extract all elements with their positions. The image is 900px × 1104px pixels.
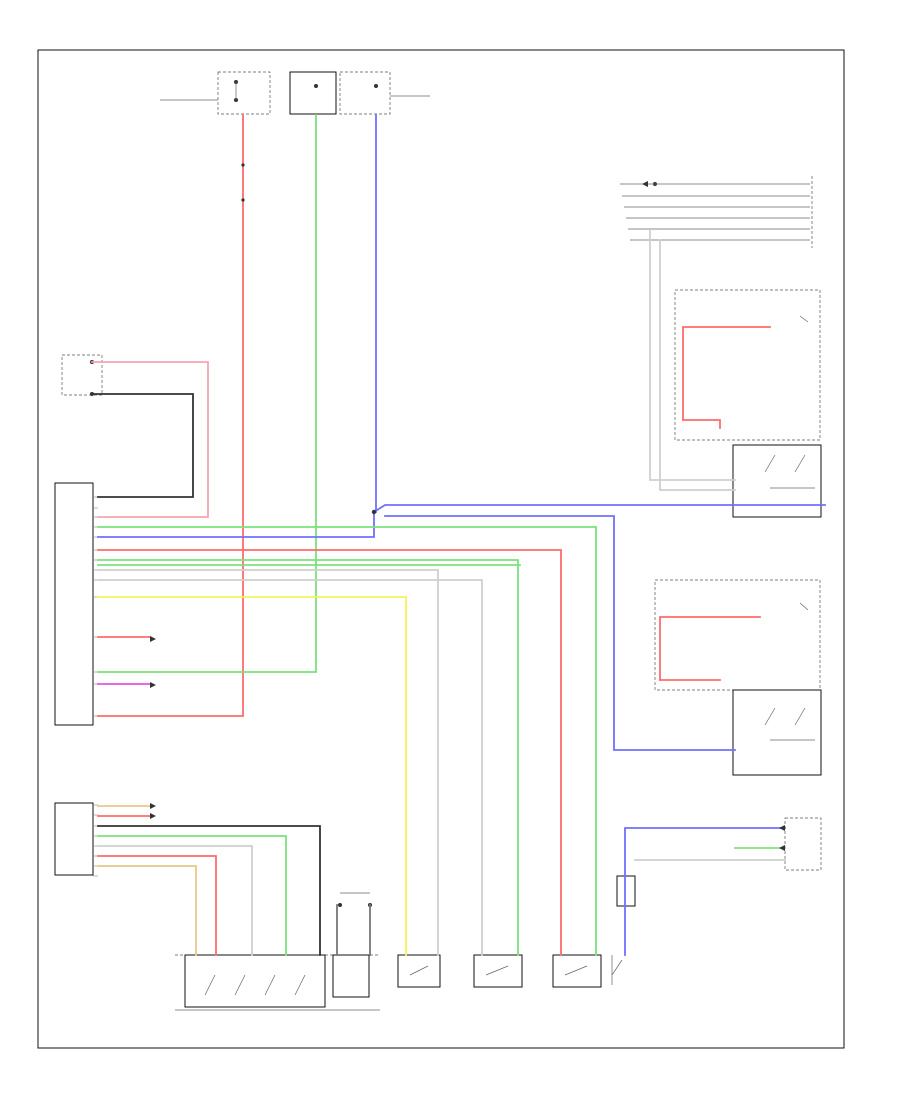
wire-light-25 [97,845,253,956]
right-bottom-connector [616,817,822,907]
left-ecu-pins [93,496,98,877]
wire-blue-4 [372,504,826,514]
top-fuse-block-right [289,71,430,115]
wire-red-8 [97,549,562,956]
top-right-connector [620,176,813,248]
wire-light-12 [97,579,483,956]
bottom-motor-2 [473,954,523,988]
arrow-stubs [150,181,785,851]
wire-red-19 [659,616,761,681]
splice-points [241,163,377,515]
wire-red-17 [682,326,771,421]
bottom-switch-4 [611,955,623,985]
diagram-frame [37,49,845,1049]
wire-red-26 [97,855,217,956]
wire-light-32 [659,239,736,491]
wire-red-18 [682,419,721,429]
wire-green-1 [97,114,317,673]
bottom-motor-1 [397,954,441,988]
wire-blue-3 [97,511,375,538]
right-upper-switch-block [674,289,822,518]
wire-blue-2 [373,114,377,513]
wire-tan-27 [97,865,197,956]
bottom-motor-3 [552,954,602,988]
wire-yellow-13 [97,596,407,956]
bottom-center-connector [338,892,372,907]
left-ecu-block [54,482,94,876]
wire-green-24 [97,835,287,956]
right-lower-switch-block [654,579,822,776]
wire-black-23 [97,825,321,956]
top-fuse-block-left [160,71,271,115]
wire-black-6 [91,393,194,498]
wire-blue-16 [384,515,736,751]
wire-layer [91,114,826,956]
wire-pink-5 [91,361,209,518]
wire-green-9 [97,559,519,956]
wire-light-11 [97,569,439,956]
bottom-left-seat-switch [175,954,380,1011]
wire-blue-28 [624,827,786,956]
wire-red-0 [97,114,244,717]
wire-green-7 [97,526,597,956]
wire-light-31 [649,229,736,481]
